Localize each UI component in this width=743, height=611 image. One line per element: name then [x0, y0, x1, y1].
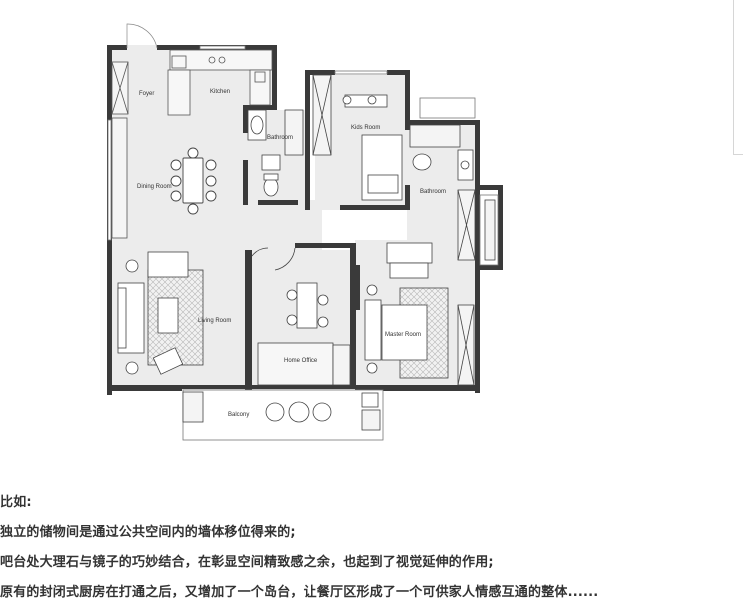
room-label-kitchen: Kitchen: [210, 89, 230, 95]
article-line-bar: 吧台处大理石与镜子的巧妙结合，在彰显空间精致感之余，也起到了视觉延伸的作用;: [0, 555, 494, 570]
room-label-dining-room: Dining Room: [137, 184, 172, 190]
bathroom-2-fixtures: [409, 124, 496, 261]
room-label-home-office: Home Office: [284, 358, 318, 364]
bathroom-1-fixtures: [247, 109, 304, 197]
room-label-balcony: Balcony: [228, 412, 249, 418]
scrollbar-track[interactable]: [733, 0, 743, 155]
home-office-furniture: [251, 247, 351, 386]
room-label-living-room: Living Room: [198, 318, 231, 324]
master-room-furniture: [364, 242, 475, 386]
kids-room-furniture: [312, 74, 403, 201]
dining-table: [170, 147, 217, 215]
room-label-bathroom-2: Bathroom: [420, 189, 446, 195]
room-label-master-room: Master Room: [385, 332, 421, 338]
entry-door: [126, 23, 158, 49]
article-line-storage: 独立的储物间是通过公共空间内的墙体移位得来的;: [0, 525, 296, 540]
floor-plan: Foyer Kitchen Bathroom Kids Room Bathroo…: [107, 23, 503, 441]
article-line-kitchen: 原有的封闭式厨房在打通之后，又增加了一个岛台，让餐厅区形成了一个可供家人情感互通…: [0, 585, 599, 600]
kitchen-counters: [167, 49, 273, 116]
room-label-kids-room: Kids Room: [351, 125, 380, 131]
balcony-furniture: [182, 391, 381, 431]
article-line-intro: 比如:: [0, 495, 32, 510]
living-room-furniture: [117, 251, 204, 375]
foyer-closet: [111, 61, 129, 239]
room-label-bathroom-1: Bathroom: [267, 135, 293, 141]
room-label-foyer: Foyer: [139, 91, 154, 97]
